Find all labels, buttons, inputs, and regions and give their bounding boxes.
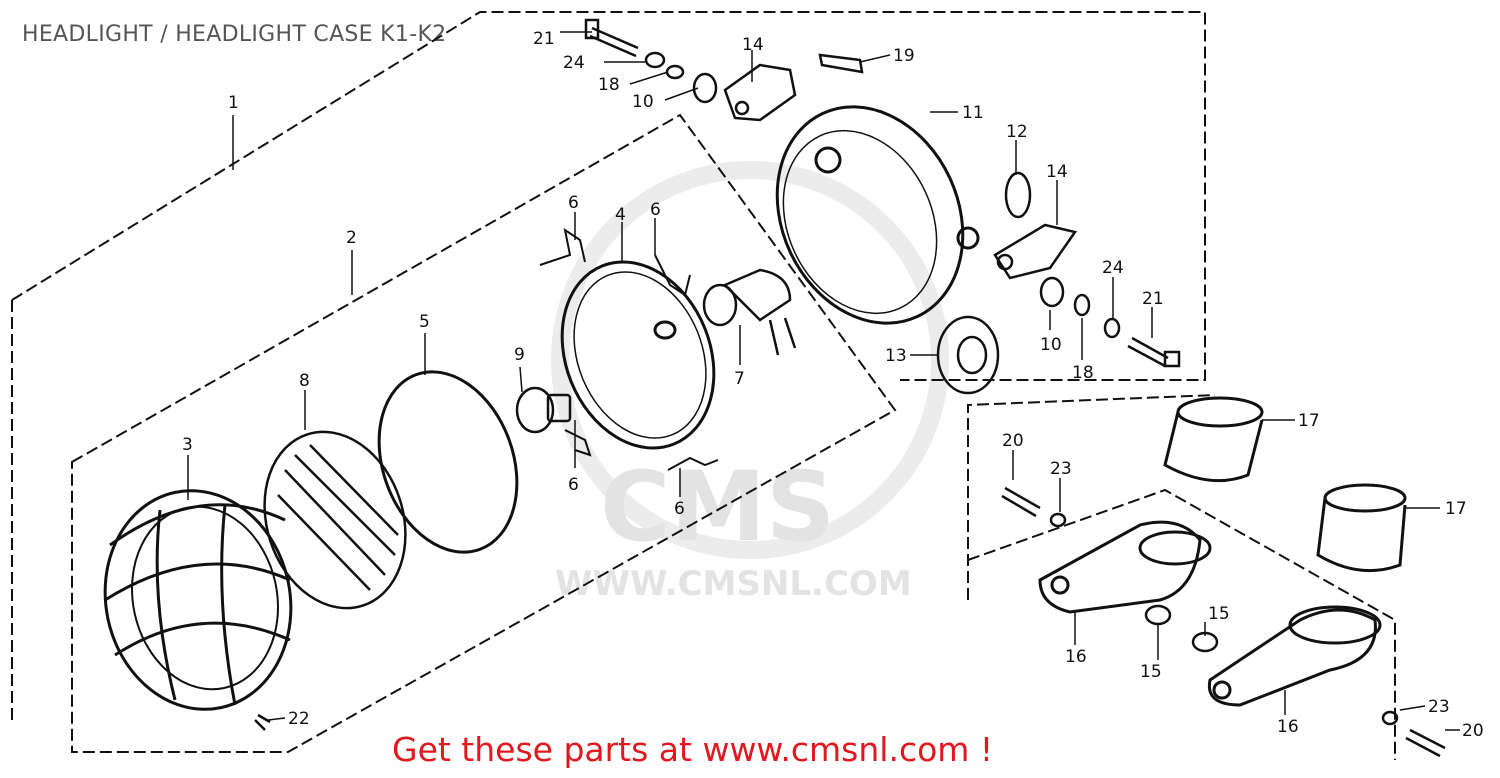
- callout-17-b: 17: [1445, 499, 1467, 519]
- callout-15-a: 15: [1208, 604, 1230, 624]
- rim-ring: [377, 370, 519, 554]
- callout-5: 5: [419, 312, 430, 332]
- callout-16-b: 16: [1277, 717, 1299, 737]
- headlight-case: [775, 105, 980, 325]
- outline-headlight-unit: [71, 113, 897, 753]
- headlight-lens: [263, 430, 407, 610]
- headlight-stays: [1038, 520, 1382, 707]
- stay-fasteners: [254, 486, 1446, 758]
- callout-13: 13: [885, 346, 907, 366]
- callout-15-b: 15: [1140, 662, 1162, 682]
- outline-stay-lower: [967, 488, 1396, 760]
- callout-12: 12: [1006, 122, 1028, 142]
- callout-23-b: 23: [1428, 697, 1450, 717]
- callout-4: 4: [615, 205, 626, 225]
- callout-6-d: 6: [674, 499, 685, 519]
- callout-18-a: 18: [598, 75, 620, 95]
- diagram-title: HEADLIGHT / HEADLIGHT CASE K1-K2: [22, 22, 447, 47]
- callout-21-b: 21: [1142, 289, 1164, 309]
- callout-24-b: 24: [1102, 258, 1124, 278]
- callout-10-b: 10: [1040, 335, 1062, 355]
- callout-7: 7: [734, 369, 745, 389]
- headlight-bulb: [515, 386, 572, 434]
- callout-23-a: 23: [1050, 459, 1072, 479]
- guard-rim: [103, 489, 293, 711]
- fasteners: [584, 18, 1181, 368]
- callout-10-a: 10: [632, 92, 654, 112]
- grommet-12: [1004, 171, 1032, 219]
- callout-6-a: 6: [568, 193, 579, 213]
- callout-1: 1: [228, 93, 239, 113]
- callout-18-b: 18: [1072, 363, 1094, 383]
- callout-6-c: 6: [568, 475, 579, 495]
- outline-stay-upper: [967, 394, 1216, 600]
- callout-21-a: 21: [533, 29, 555, 49]
- callout-14-a: 14: [742, 35, 764, 55]
- callout-22: 22: [288, 709, 310, 729]
- callout-19: 19: [893, 46, 915, 66]
- callout-16-a: 16: [1065, 647, 1087, 667]
- assembly-outlines: [11, 11, 1396, 760]
- reflector-ring: [560, 260, 716, 450]
- callout-24-a: 24: [563, 53, 585, 73]
- callout-17-a: 17: [1298, 411, 1320, 431]
- leader-lines: [187, 31, 1460, 731]
- callout-20-b: 20: [1462, 721, 1484, 741]
- callout-11: 11: [962, 103, 984, 123]
- footer-cta: Get these parts at www.cmsnl.com !: [392, 730, 994, 769]
- callouts: 1 2 3 4 5 6 6 6 6 7 8 9 10 10 11 12 13 1…: [182, 29, 1484, 741]
- callout-14-b: 14: [1046, 162, 1068, 182]
- case-brackets: [723, 63, 1078, 280]
- watermark: CMS WWW.CMSNL.COM: [551, 161, 949, 604]
- callout-20-a: 20: [1002, 431, 1024, 451]
- bulb-socket: [702, 268, 797, 356]
- callout-6-b: 6: [650, 200, 661, 220]
- callout-9: 9: [514, 345, 525, 365]
- watermark-brand: CMS: [600, 451, 835, 563]
- fork-covers: [1163, 396, 1407, 573]
- outline-headlight-assy: [11, 11, 1206, 381]
- callout-3: 3: [182, 435, 193, 455]
- watermark-url: WWW.CMSNL.COM: [555, 564, 912, 604]
- callout-8: 8: [299, 371, 310, 391]
- callout-2: 2: [346, 228, 357, 248]
